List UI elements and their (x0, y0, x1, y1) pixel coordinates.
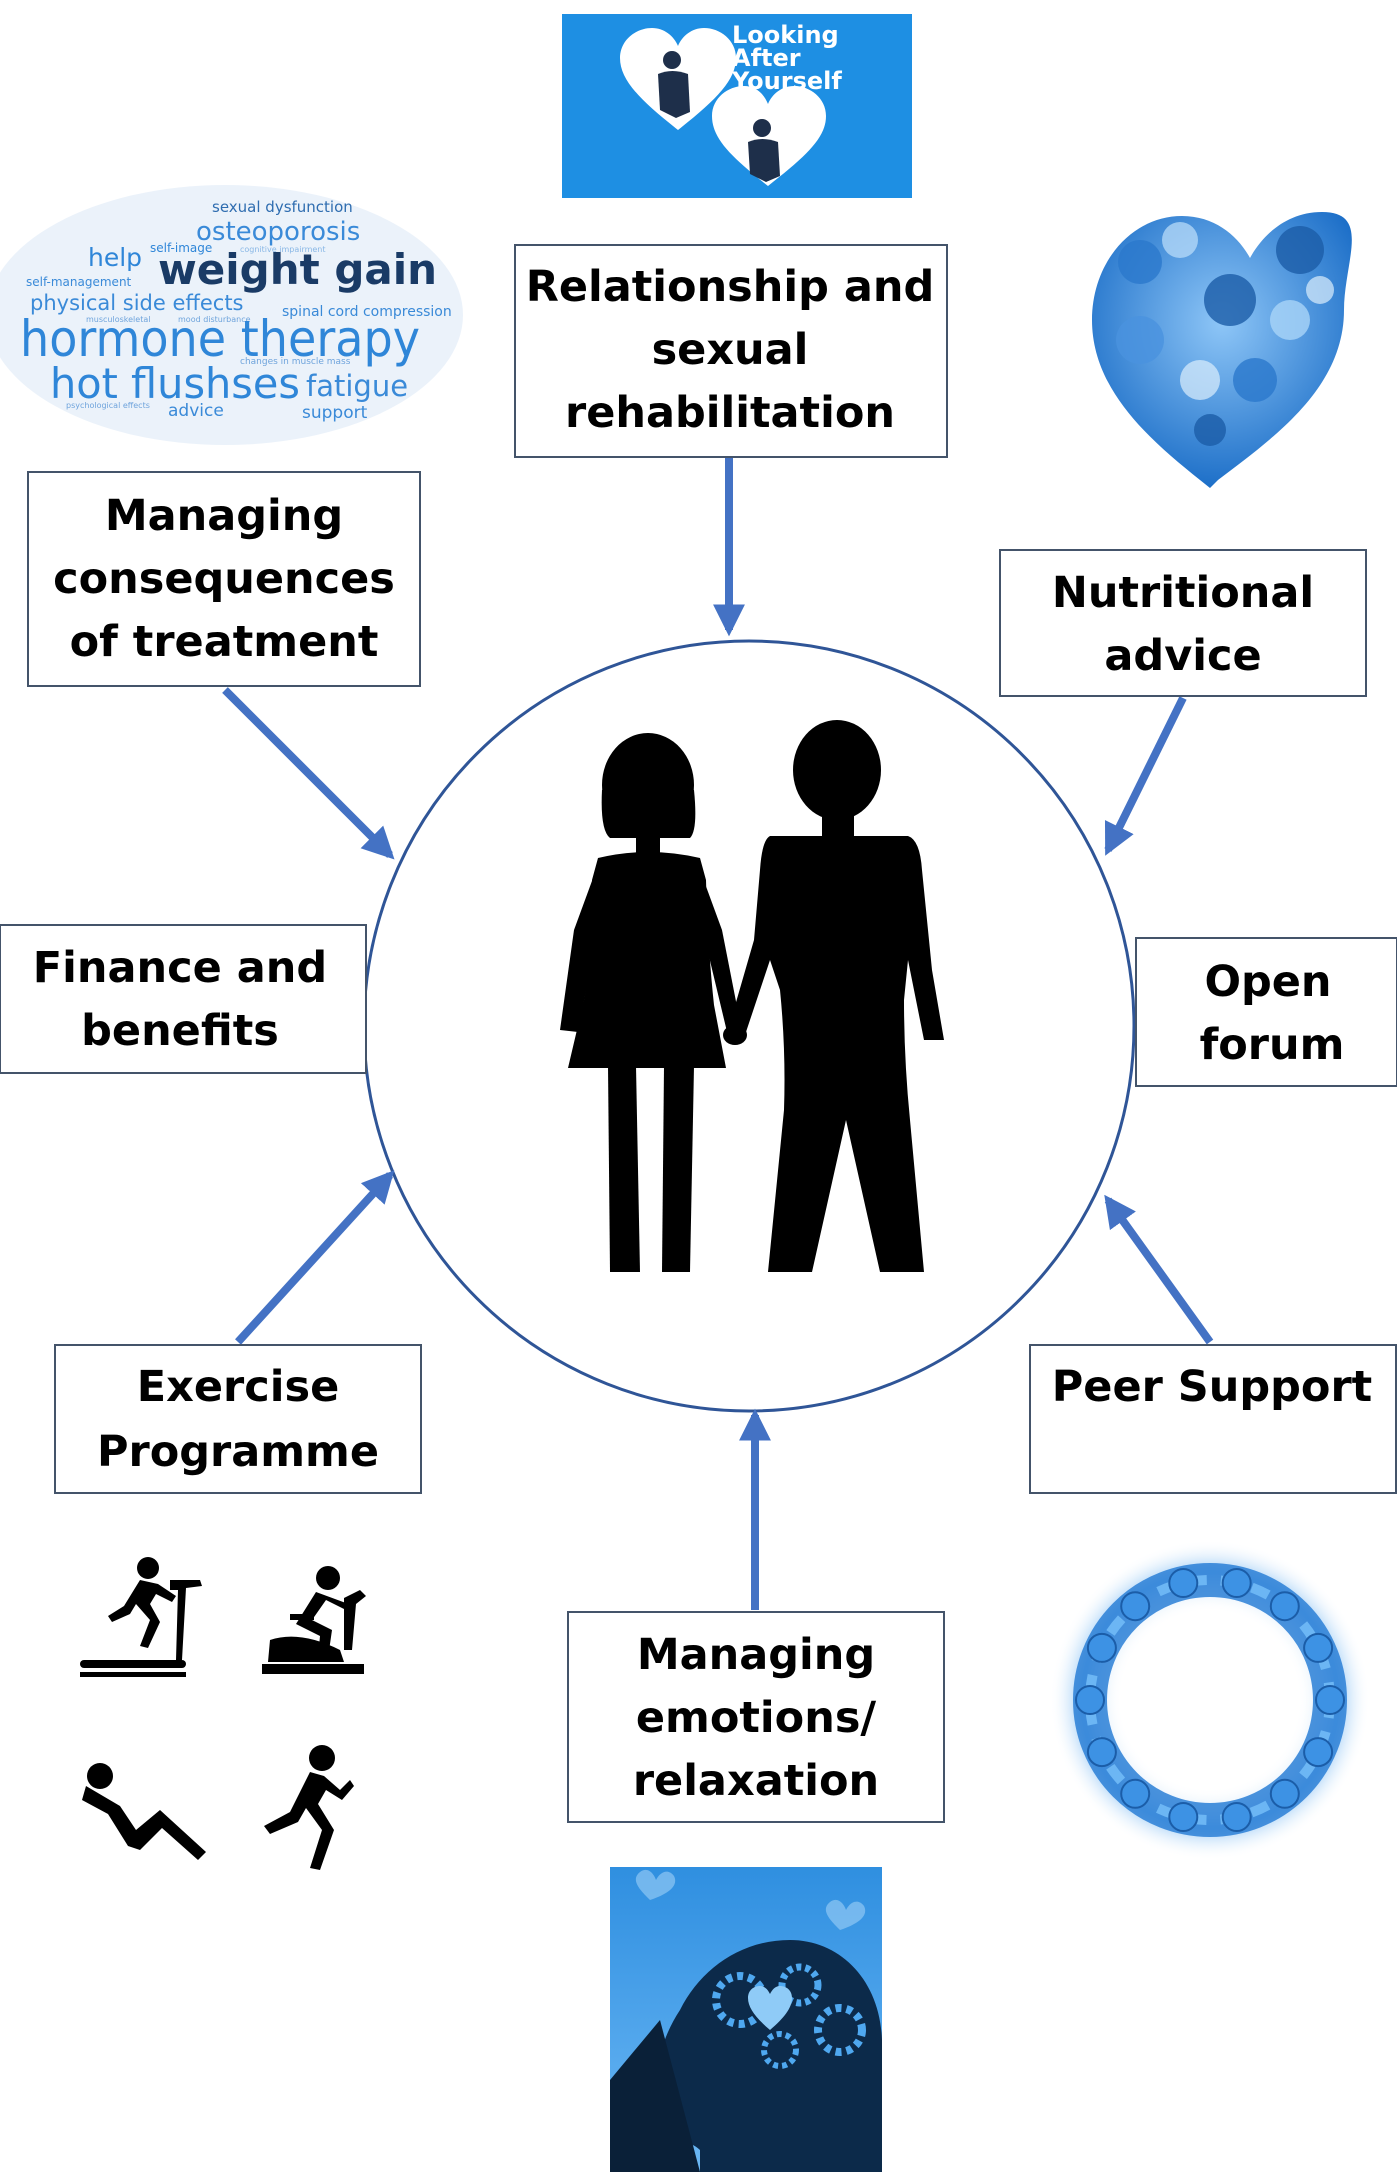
logo-line-1: Looking (732, 21, 839, 49)
ring-person-head (1269, 1591, 1300, 1622)
ring-person-head (1269, 1778, 1300, 1809)
wc-word: mood disturbance (178, 315, 251, 324)
box-finance-line-1: Finance and (33, 943, 327, 993)
box-open-forum: Open forum (1135, 937, 1397, 1087)
wc-word: hormone therapy (20, 310, 420, 368)
wc-word: cognitive impairment (240, 245, 326, 254)
box-open-forum-line-2: forum (1200, 1020, 1345, 1070)
ring-person-head (1168, 1802, 1199, 1832)
wc-word: psychological effects (66, 401, 150, 410)
wc-word: changes in muscle mass (240, 357, 351, 367)
box-exercise-line-1: Exercise (137, 1362, 339, 1412)
ring-person-head (1120, 1778, 1151, 1809)
box-managing-consequences-line-2: consequences (53, 554, 395, 604)
head-gears-heart-icon (610, 1867, 882, 2172)
box-managing-consequences: Managing consequences of treatment (27, 471, 421, 687)
ring-person-head (1315, 1685, 1345, 1715)
ring-person-head (1303, 1737, 1334, 1768)
wc-word: osteoporosis (196, 217, 360, 247)
ring-person-head (1221, 1802, 1252, 1832)
ring-person-head (1075, 1685, 1105, 1715)
ring-person-head (1086, 1632, 1117, 1663)
looking-after-yourself-logo: Looking After Yourself (562, 14, 912, 198)
wc-word: spinal cord compression (282, 304, 452, 320)
wc-word: weight gain (158, 245, 437, 294)
box-managing-emotions-line-2: emotions/ (636, 1693, 877, 1743)
box-relationship: Relationship and sexual rehabilitation (514, 244, 948, 458)
box-nutritional-line-2: advice (1104, 631, 1261, 681)
wc-word: physical side effects (30, 291, 244, 315)
arrow-managing-consequences (222, 687, 395, 860)
box-open-forum-line-1: Open (1204, 957, 1331, 1007)
ring-person-head (1303, 1632, 1334, 1663)
wc-word: help (88, 243, 142, 272)
box-managing-emotions-line-3: relaxation (633, 1756, 879, 1806)
couple-holding-hands-icon (560, 720, 944, 1272)
logo-line-2: After (732, 44, 801, 72)
box-peer-support: Peer Support (1029, 1344, 1397, 1494)
box-finance-line-2: benefits (81, 1006, 279, 1056)
box-nutritional-line-1: Nutritional (1052, 568, 1314, 618)
hormone-therapy-word-cloud: sexual dysfunction osteoporosis help sel… (0, 185, 463, 445)
sit-up-icon (82, 1763, 206, 1860)
box-exercise-line-2: Programme (97, 1427, 379, 1477)
heart-person-icon (620, 28, 826, 186)
box-relationship-line-2: sexual (652, 325, 809, 375)
central-circle (362, 639, 1136, 1413)
wc-word: musculoskeletal (86, 315, 150, 324)
wc-word: support (302, 403, 368, 423)
arrow-exercise (235, 1170, 395, 1345)
fruit-vegetable-heart-icon (1092, 212, 1352, 488)
ring-person-head (1086, 1737, 1117, 1768)
ring-person-head (1221, 1568, 1252, 1598)
wc-word: fatigue (306, 369, 408, 403)
box-relationship-line-1: Relationship and (526, 262, 935, 312)
box-finance: Finance and benefits (0, 924, 367, 1074)
exercise-bike-icon (262, 1566, 366, 1674)
box-managing-emotions-line-1: Managing (637, 1630, 875, 1680)
box-exercise: Exercise Programme (54, 1344, 422, 1494)
wc-word: advice (168, 401, 224, 421)
ring-people-heads (1075, 1568, 1345, 1832)
box-managing-consequences-line-1: Managing (105, 491, 343, 541)
box-managing-consequences-line-3: of treatment (70, 617, 379, 667)
ring-person-head (1168, 1568, 1199, 1598)
arrow-peer-support (1104, 1194, 1214, 1345)
logo-line-3: Yourself (731, 67, 842, 95)
wc-word: hot flushses (50, 359, 300, 408)
box-nutritional: Nutritional advice (999, 549, 1367, 697)
ring-person-head (1120, 1591, 1151, 1622)
wc-word: self-management (26, 275, 132, 289)
treadmill-icon (80, 1557, 202, 1677)
box-relationship-line-3: rehabilitation (565, 388, 895, 438)
arrow-nutritional (1104, 696, 1187, 856)
running-icon (264, 1745, 354, 1870)
box-managing-emotions: Managing emotions/ relaxation (567, 1611, 945, 1823)
box-peer-support-line-1: Peer Support (1052, 1362, 1372, 1412)
arrows (222, 458, 1214, 1610)
wc-word: self-image (150, 241, 212, 255)
wc-word: sexual dysfunction (212, 198, 353, 216)
